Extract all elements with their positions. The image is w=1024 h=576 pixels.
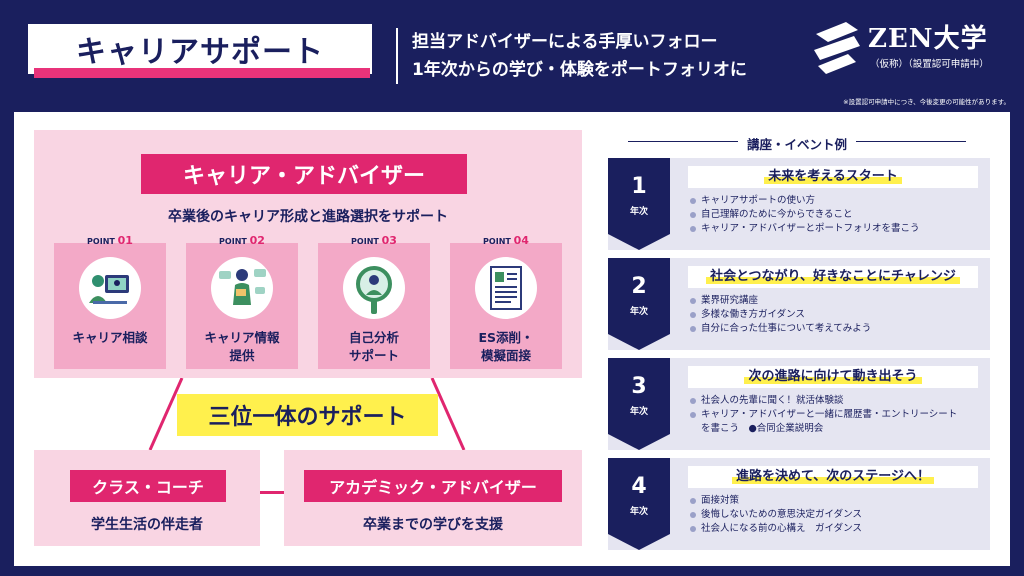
- class-coach-text: 学生生活の伴走者: [91, 517, 203, 533]
- point-label: POINT 03: [351, 234, 397, 247]
- logo-name: ZEN大学: [868, 24, 988, 54]
- logo-mark-icon: [814, 22, 860, 74]
- page-title-box: キャリアサポート: [28, 24, 372, 74]
- year-heading: 未来を考えるスタート: [688, 166, 978, 188]
- list-item: を書こう ●合同企業説明会: [701, 423, 824, 434]
- list-item: 多様な働き方ガイダンス: [690, 308, 986, 322]
- point-text: キャリア相談: [72, 330, 148, 345]
- year-badge: 1 年次: [608, 158, 670, 250]
- information-icon: [219, 269, 266, 305]
- academic-advisor-tag: アカデミック・アドバイザー: [304, 470, 562, 502]
- point-label: POINT 01: [87, 234, 133, 247]
- career-advisor-section: キャリア・アドバイザー 卒業後のキャリア形成と進路選択をサポート POINT 0…: [34, 130, 582, 378]
- subtitle-line-1: 担当アドバイザーによる手厚いフォロー: [412, 32, 718, 52]
- trinity-lines: [148, 378, 466, 451]
- self-analysis-icon: [356, 266, 392, 314]
- list-item: 面接対策: [690, 494, 986, 508]
- point-text: ES添削・模擬面接: [478, 330, 534, 363]
- list-item: キャリア・アドバイザーとポートフォリオを書こう: [690, 222, 986, 236]
- list-item: 業界研究講座: [690, 294, 986, 308]
- career-advisor-title: キャリア・アドバイザー: [141, 154, 467, 194]
- year-heading: 社会とつながり、好きなことにチャレンジ: [688, 266, 978, 288]
- list-item: 社会人の先輩に聞く！就活体験談: [690, 394, 986, 408]
- year-items: 面接対策 後悔しないための意思決定ガイダンス 社会人になる前の心構え ガイダンス: [690, 494, 986, 536]
- year-badge: 4 年次: [608, 458, 670, 550]
- academic-advisor-section: アカデミック・アドバイザー 卒業までの学びを支援: [284, 450, 582, 546]
- main-panel: キャリア・アドバイザー 卒業後のキャリア形成と進路選択をサポート POINT 0…: [14, 112, 1010, 566]
- list-item: 自分に合った仕事について考えてみよう: [690, 322, 986, 336]
- list-item: 自己理解のために今からできること: [690, 208, 986, 222]
- events-title: 講座・イベント例: [608, 134, 986, 153]
- career-advisor-lead: 卒業後のキャリア形成と進路選択をサポート: [168, 209, 448, 225]
- year-row-2: 2 年次 社会とつながり、好きなことにチャレンジ 業界研究講座 多様な働き方ガイ…: [608, 258, 990, 350]
- document-icon: [490, 266, 522, 310]
- year-badge: 3 年次: [608, 358, 670, 450]
- list-item: キャリア・アドバイザーと一緒に履歴書・エントリーシート: [690, 408, 986, 422]
- year-items: 社会人の先輩に聞く！就活体験談 キャリア・アドバイザーと一緒に履歴書・エントリー…: [690, 394, 986, 436]
- year-items: 業界研究講座 多様な働き方ガイダンス 自分に合った仕事について考えてみよう: [690, 294, 986, 336]
- year-heading: 次の進路に向けて動き出そう: [688, 366, 978, 388]
- page-title: キャリアサポート: [76, 35, 324, 70]
- point-text: キャリア情報提供: [204, 330, 280, 363]
- year-badge: 2 年次: [608, 258, 670, 350]
- academic-advisor-text: 卒業までの学びを支援: [363, 517, 503, 533]
- approval-notice: ※設置認可申請中につき、今後変更の可能性があります。: [843, 98, 1010, 106]
- list-item: キャリアサポートの使い方: [690, 194, 986, 208]
- year-row-1: 1 年次 未来を考えるスタート キャリアサポートの使い方 自己理解のために今から…: [608, 158, 990, 250]
- connector-line: [260, 491, 284, 494]
- list-item: 後悔しないための意思決定ガイダンス: [690, 508, 986, 522]
- consultation-icon: [89, 275, 129, 304]
- subtitle-line-2: 1年次からの学び・体験をポートフォリオに: [412, 60, 747, 80]
- trinity-support-label: 三位一体のサポート: [177, 394, 438, 436]
- point-card-04: POINT 04 ES添削・模擬面接: [450, 234, 562, 369]
- zen-university-logo: ZEN大学 （仮称）（設置認可申請中）: [810, 18, 1010, 84]
- header: キャリアサポート 担当アドバイザーによる手厚いフォロー 1年次からの学び・体験を…: [0, 0, 1024, 110]
- year-row-4: 4 年次 進路を決めて、次のステージへ！ 面接対策 後悔しないための意思決定ガイ…: [608, 458, 990, 550]
- list-item: 社会人になる前の心構え ガイダンス: [690, 522, 986, 536]
- point-label: POINT 04: [483, 234, 529, 247]
- title-underline: [34, 68, 370, 78]
- point-card-03: POINT 03 自己分析サポート: [318, 234, 430, 369]
- point-label: POINT 02: [219, 234, 265, 247]
- year-heading: 進路を決めて、次のステージへ！: [688, 466, 978, 488]
- point-text: 自己分析サポート: [348, 330, 399, 363]
- point-card-01: POINT 01 キャリア相談: [54, 234, 166, 369]
- year-items: キャリアサポートの使い方 自己理解のために今からできること キャリア・アドバイザ…: [690, 194, 986, 236]
- year-row-3: 3 年次 次の進路に向けて動き出そう 社会人の先輩に聞く！就活体験談 キャリア・…: [608, 358, 990, 450]
- class-coach-tag: クラス・コーチ: [70, 470, 226, 502]
- header-subtitle: 担当アドバイザーによる手厚いフォロー 1年次からの学び・体験をポートフォリオに: [396, 28, 747, 84]
- point-card-02: POINT 02 キャリア情報提供: [186, 234, 298, 369]
- logo-subtitle: （仮称）（設置認可申請中）: [870, 59, 989, 70]
- class-coach-section: クラス・コーチ 学生生活の伴走者: [34, 450, 260, 546]
